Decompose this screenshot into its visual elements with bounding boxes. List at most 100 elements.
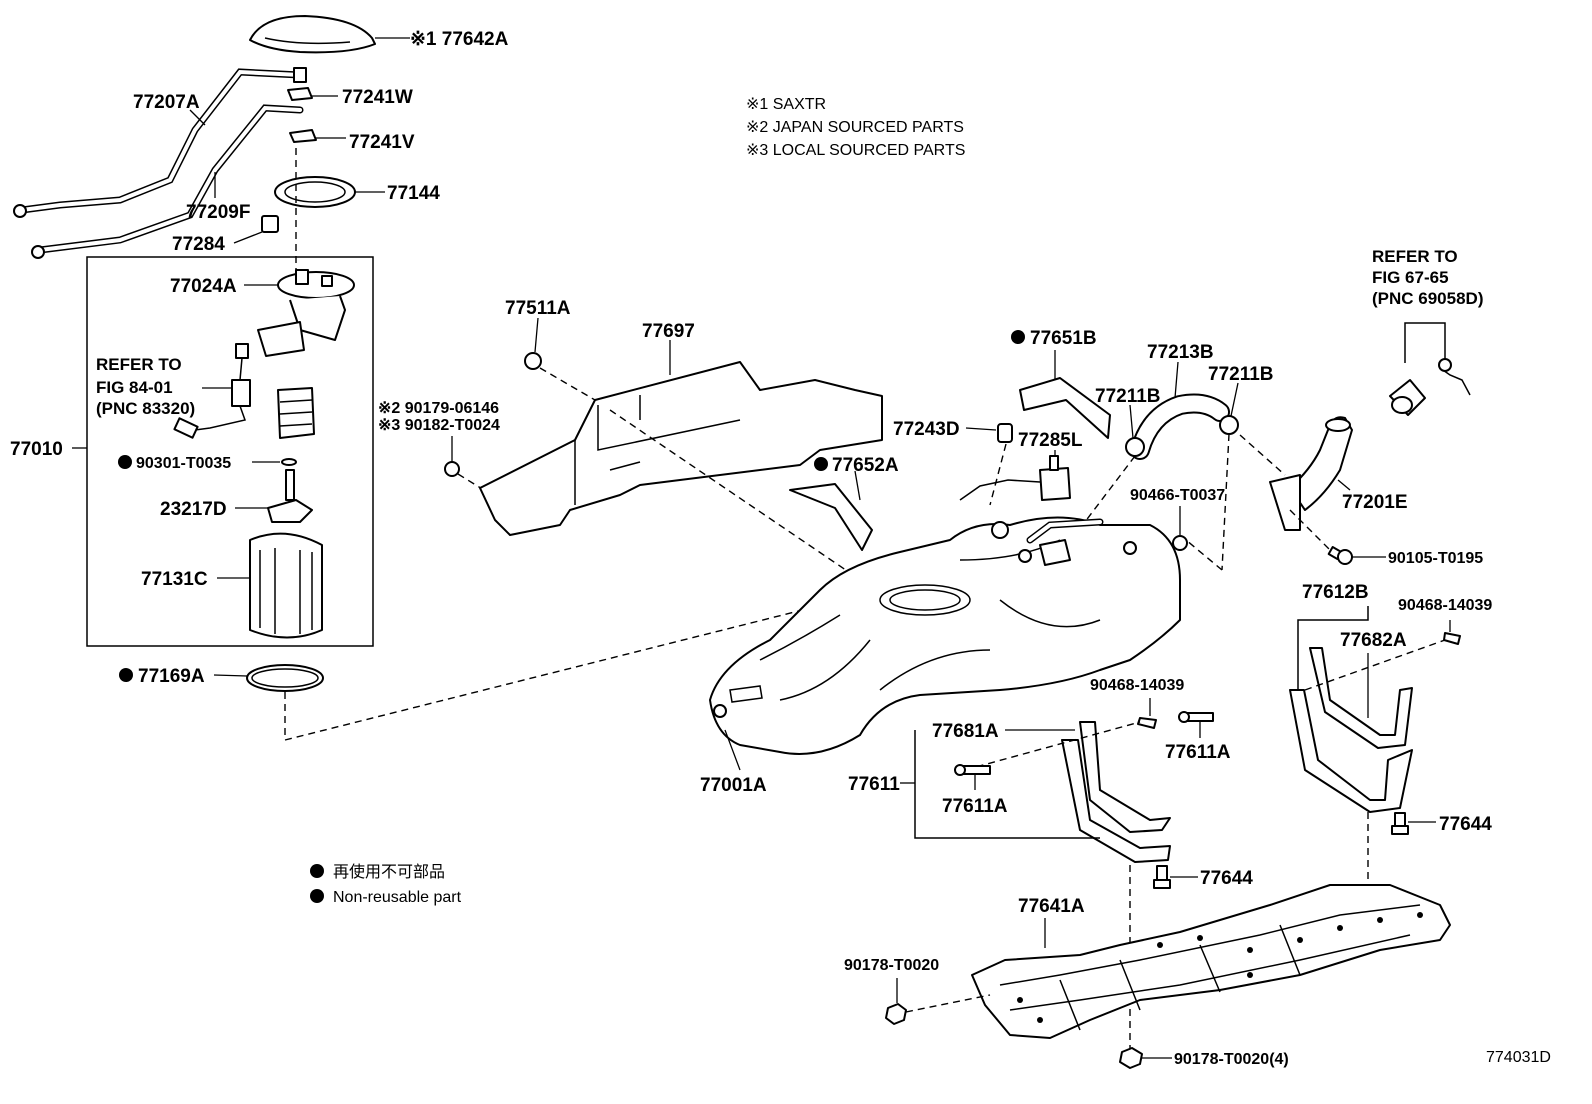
label-77241V: 77241V [349,132,415,153]
legend-dot-jp [310,864,324,878]
fuel-tank-77001A[interactable] [709,516,1181,771]
bolt-90468-right[interactable] [1443,620,1461,645]
o-ring-90301[interactable] [252,458,297,466]
nut-90179[interactable] [444,436,460,477]
retainer-ring-77144[interactable] [274,176,385,208]
label-77169A: 77169A [138,666,205,687]
label-77651B: 77651B [1030,328,1097,349]
legend: 再使用不可部品 Non-reusable part [310,863,462,906]
non-reusable-marker [814,457,828,471]
label-77681A: 77681A [932,721,999,742]
fuel-pump-23217D[interactable] [235,469,313,523]
fuel-line-77207A[interactable] [13,67,307,218]
label-77144: 77144 [387,183,440,204]
label-77611A-upper: 77611A [1165,742,1231,763]
non-reusable-marker [1011,330,1025,344]
label-90468-mid: 90468-14039 [1090,677,1184,694]
connector-77284[interactable] [233,215,279,244]
label-77644-right: 77644 [1439,814,1492,835]
pump-ref-line1: REFER TO [96,355,182,374]
note-saxtr: ※1 SAXTR [746,96,826,113]
label-77284: 77284 [172,234,225,255]
label-77641A: 77641A [1018,896,1085,917]
non-reusable-marker [119,668,133,682]
label-77207A: 77207A [133,92,200,113]
legend-dot-en [310,889,324,903]
pump-bracket-77131C[interactable] [217,532,323,639]
label-77652A: 77652A [832,455,899,476]
bolt-90105[interactable] [1327,546,1386,565]
fuel-filter-part[interactable] [277,387,315,439]
gasket-77169A[interactable] [213,664,324,692]
bolt-77611A-lower[interactable] [954,764,991,790]
pad-77652A[interactable] [789,470,873,551]
label-90105: 90105-T0195 [1388,550,1483,567]
clip-77511A[interactable] [524,317,542,370]
hose-77213B[interactable] [1130,361,1230,460]
label-77211B-left: 77211B [1095,386,1161,407]
strap-77612B[interactable] [1289,689,1413,813]
nut-90178-bottom[interactable] [1119,1047,1172,1069]
label-77001A: 77001A [700,775,767,796]
label-77642A: ※1 77642A [410,29,509,50]
sender-gauge-part[interactable] [173,343,251,439]
note-local-sourced: ※3 LOCAL SOURCED PARTS [746,142,965,159]
skid-plate-77641A[interactable] [971,884,1451,1039]
clip-77241V[interactable] [289,129,346,143]
filler-pipe-77201E[interactable] [1269,416,1353,531]
fuel-line-77209F[interactable] [31,104,304,259]
filler-ref-line3: (PNC 69058D) [1372,289,1484,308]
label-90468-right: 90468-14039 [1398,597,1492,614]
legend-text-jp: 再使用不可部品 [333,863,445,881]
pump-top-plate-77024A[interactable] [244,269,355,357]
note-japan-sourced: ※2 JAPAN SOURCED PARTS [746,119,964,136]
label-77201E: 77201E [1342,492,1408,513]
label-90301: 90301-T0035 [136,455,231,472]
bracket-77612B [1297,606,1369,695]
label-90179: ※2 90179-06146 [378,400,499,417]
pad-77651B[interactable] [1019,350,1111,439]
bolt-90468-mid[interactable] [1137,698,1157,729]
label-77211B-right: 77211B [1208,364,1274,385]
label-77243D: 77243D [893,419,960,440]
label-77241W: 77241W [342,87,413,108]
label-77010: 77010 [10,439,63,460]
label-77209F: 77209F [186,202,250,223]
strap-77682A[interactable] [1309,647,1413,749]
label-77611: 77611 [848,774,900,795]
label-77511A: 77511A [505,298,571,319]
label-77612B: 77612B [1302,582,1369,603]
label-90178-bottom: 90178-T0020(4) [1174,1051,1289,1068]
valve-77243D[interactable] [965,423,1013,443]
bolt-77644-mid[interactable] [1153,865,1198,889]
valve-77285L[interactable] [959,450,1071,501]
pump-assembly-box [86,256,374,647]
bolt-77611A-upper[interactable] [1178,711,1214,738]
figure-id: 774031D [1486,1049,1551,1066]
bolt-77644-right[interactable] [1391,812,1436,835]
filler-ref-line1: REFER TO [1372,247,1458,266]
label-77611A-lower: 77611A [942,796,1008,817]
label-90178-left: 90178-T0020 [844,957,939,974]
strap-77681A[interactable] [1061,721,1171,863]
clip-90466[interactable] [1172,506,1188,551]
protector-77697[interactable] [479,340,883,536]
label-77024A: 77024A [170,276,237,297]
filler-ref-line2: FIG 67-65 [1372,268,1449,287]
label-77644-mid: 77644 [1200,868,1253,889]
label-77697: 77697 [642,321,695,342]
legend-text-en: Non-reusable part [333,889,462,906]
label-77131C: 77131C [141,569,208,590]
pump-cover-part[interactable] [249,15,410,54]
label-77682A: 77682A [1340,630,1407,651]
label-90466: 90466-T0037 [1130,487,1225,504]
label-77285L: 77285L [1018,430,1083,451]
fuel-cap-part[interactable] [1389,322,1471,416]
nut-90178-left[interactable] [885,978,907,1025]
pump-ref-line3: (PNC 83320) [96,399,195,418]
label-23217D: 23217D [160,499,227,520]
label-90182: ※3 90182-T0024 [378,417,500,434]
clip-77241W[interactable] [287,87,338,101]
